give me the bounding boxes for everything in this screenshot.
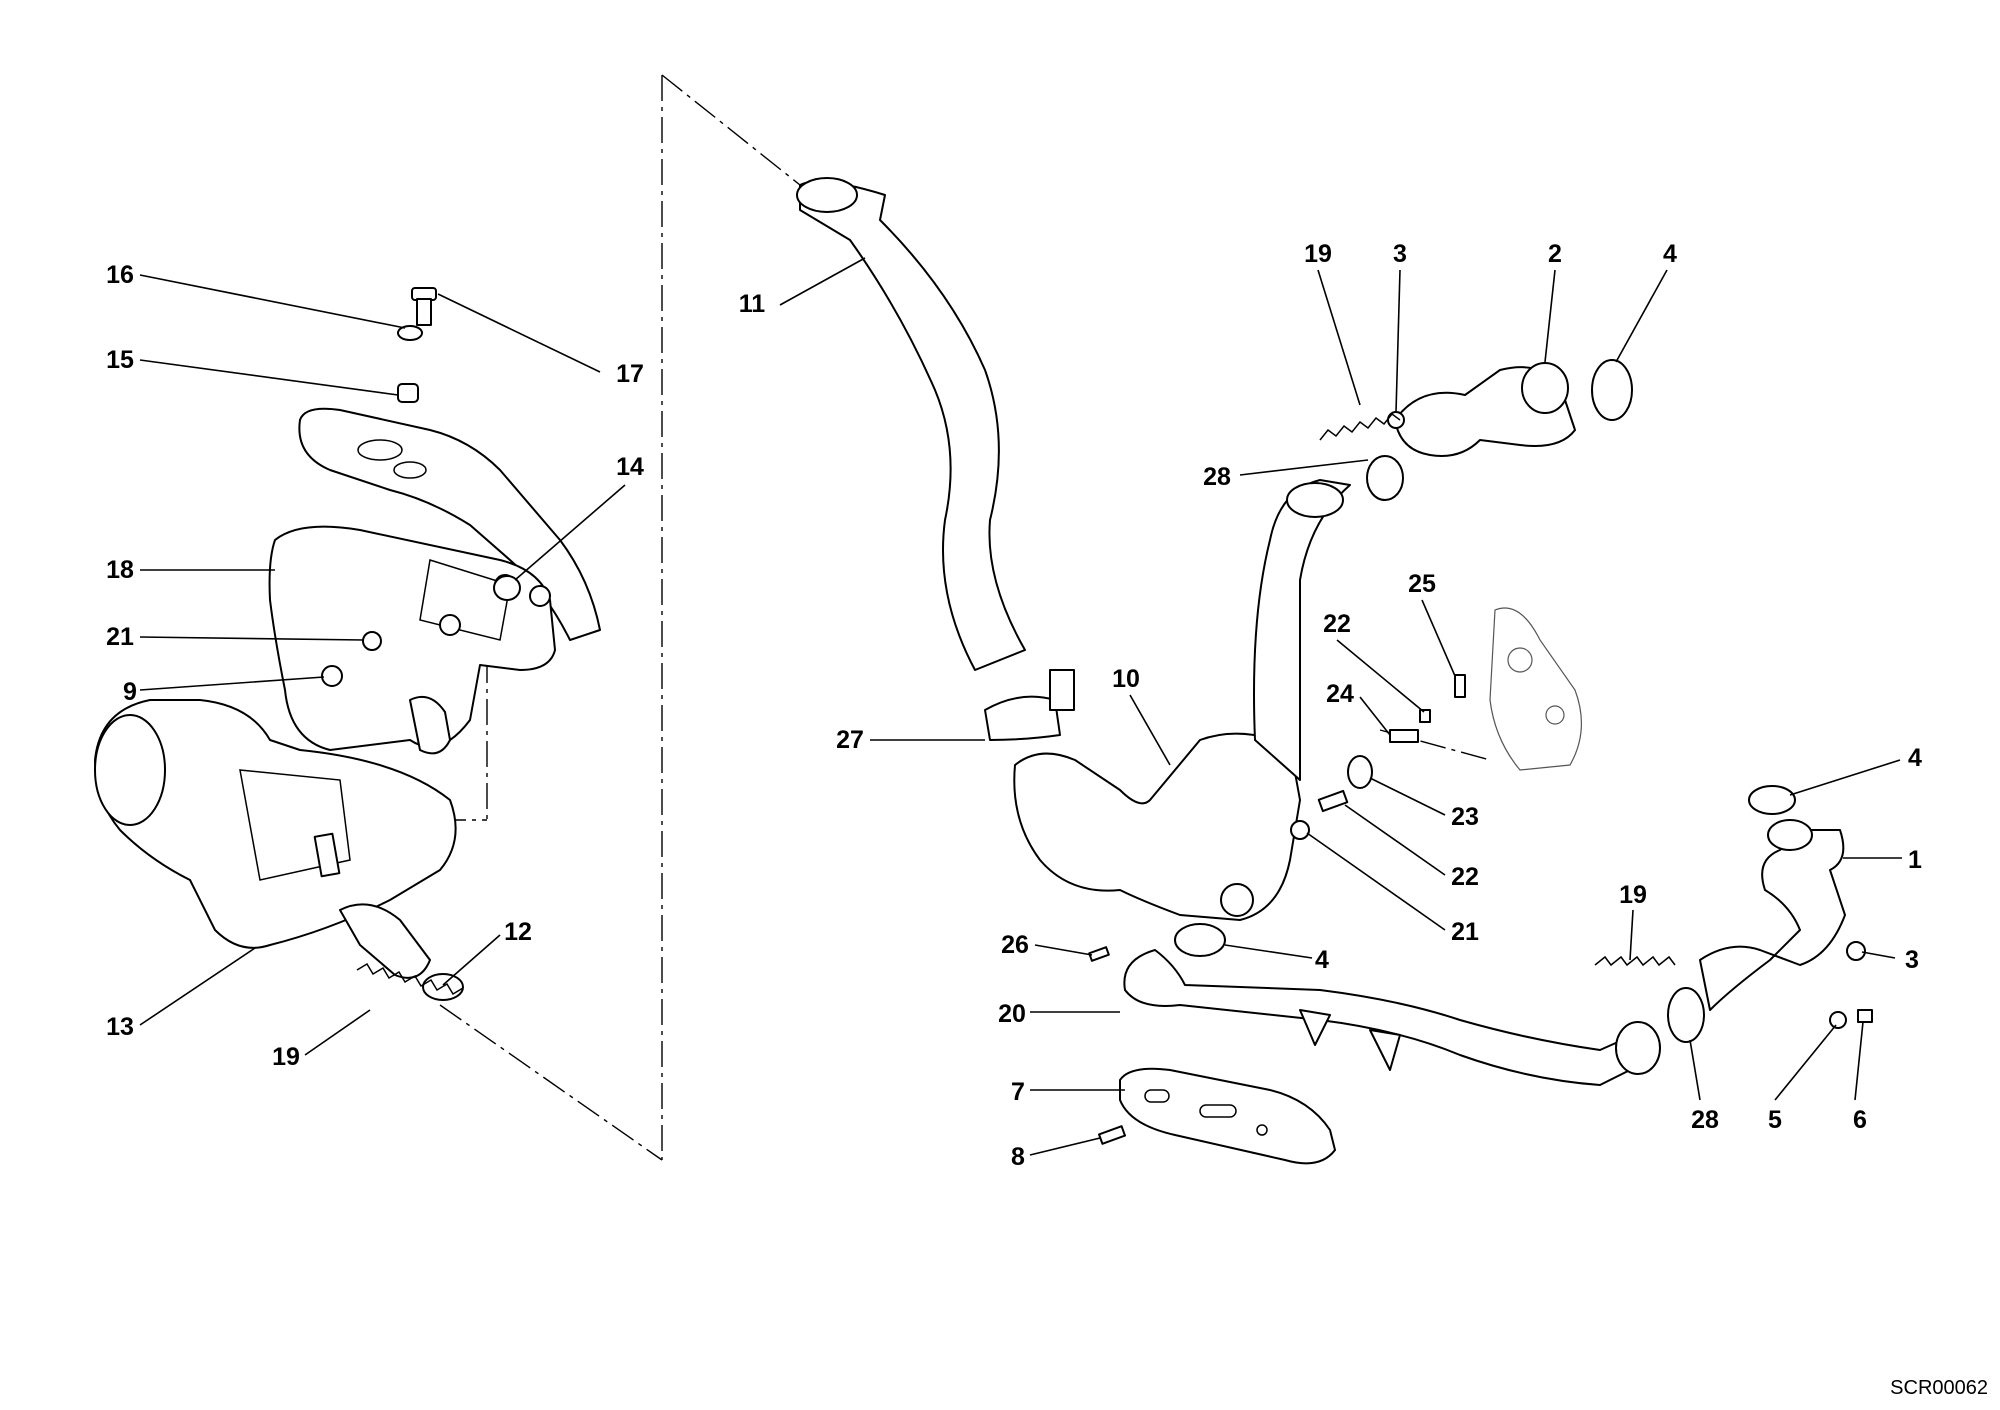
silencer-inlet-pipe [339, 903, 431, 979]
bracket-24 [1389, 729, 1419, 743]
lower-pipe-20 [1123, 949, 1661, 1086]
callout-10: 10 [1112, 665, 1140, 693]
spring-19-right [1594, 955, 1676, 967]
screw-8 [1098, 1125, 1126, 1145]
callout-15: 15 [106, 346, 134, 374]
callout-19-top: 19 [1304, 240, 1332, 268]
front-riser-pipe [1253, 479, 1351, 781]
assembly-axis-top [661, 74, 801, 186]
callout-24: 24 [1326, 680, 1354, 708]
callout-28-top: 28 [1203, 463, 1231, 491]
washer-9 [321, 665, 343, 687]
callout-12: 12 [504, 918, 532, 946]
spacer-15 [397, 383, 419, 403]
callout-22-bottom: 22 [1451, 863, 1479, 891]
callout-20: 20 [998, 1000, 1026, 1028]
head-pipe-1 [1699, 819, 1846, 1011]
callout-4-top: 4 [1663, 240, 1677, 268]
callout-19-right: 19 [1619, 881, 1647, 909]
callout-4-mid: 4 [1315, 946, 1329, 974]
callout-7: 7 [1011, 1078, 1025, 1106]
shield-outlet [409, 696, 451, 755]
callout-11: 11 [739, 290, 766, 318]
callout-3-right: 3 [1905, 946, 1919, 974]
nut-3-top [1387, 411, 1405, 429]
callout-27: 27 [836, 726, 864, 754]
callout-6: 6 [1853, 1106, 1867, 1134]
stud-14 [493, 575, 521, 601]
bolt-26 [1088, 946, 1110, 962]
drawing-code: SCR00062 [1890, 1377, 1988, 1399]
nut-21-right [1290, 820, 1310, 840]
bolt-22-bottom [1317, 789, 1349, 813]
callout-13: 13 [106, 1013, 134, 1041]
leader-lines [139, 257, 1902, 1156]
gasket-28-bottom [1667, 987, 1705, 1043]
callout-9: 9 [123, 678, 137, 706]
callout-19-left: 19 [272, 1043, 300, 1071]
nut-21-left [362, 631, 382, 651]
nut-22-top [1419, 709, 1431, 723]
callout-3-top: 3 [1393, 240, 1407, 268]
gasket-4-right [1748, 785, 1796, 815]
clamp-27 [984, 669, 1075, 741]
bolt-17 [411, 287, 437, 326]
callout-23: 23 [1451, 803, 1479, 831]
callout-17: 17 [616, 360, 644, 388]
callout-22-top: 22 [1323, 610, 1351, 638]
callout-25: 25 [1408, 570, 1436, 598]
nut-3-right [1846, 941, 1866, 961]
spring-19-top [1319, 412, 1401, 441]
silencer-13 [94, 699, 457, 979]
silencer-bracket [313, 832, 341, 878]
riser-pipe-end [1286, 482, 1344, 518]
callout-16: 16 [106, 261, 134, 289]
collector-10 [1013, 479, 1351, 921]
gasket-4-top [1591, 359, 1633, 421]
engine-bracket-ghost [1379, 607, 1583, 771]
rear-pipe-11 [796, 177, 1026, 671]
callout-1: 1 [1908, 846, 1922, 874]
gasket-28-top [1366, 455, 1404, 501]
callout-14: 14 [616, 453, 644, 481]
collector-flange [1220, 883, 1254, 917]
heat-guard-7 [1119, 1067, 1336, 1165]
washer-5 [1829, 1011, 1847, 1029]
callout-5: 5 [1768, 1106, 1782, 1134]
callout-28-bottom: 28 [1691, 1106, 1719, 1134]
callout-18: 18 [106, 556, 134, 584]
callout-21-left: 21 [106, 623, 134, 651]
bolt-6 [1857, 1009, 1873, 1023]
head-pipe-2 [1394, 362, 1576, 457]
callout-26: 26 [1001, 931, 1029, 959]
washer-16 [397, 325, 423, 341]
callout-8: 8 [1011, 1143, 1025, 1171]
heat-shield-bracket-18 [298, 407, 601, 641]
callout-21-right: 21 [1451, 918, 1479, 946]
gasket-4-mid [1174, 923, 1226, 957]
callout-4-right: 4 [1908, 744, 1922, 772]
spring-19-left [356, 962, 464, 996]
callout-2: 2 [1548, 240, 1562, 268]
assembly-axis-bottom [439, 1004, 663, 1161]
o2-sensor-23 [1347, 755, 1373, 789]
bolt-25 [1454, 674, 1466, 698]
